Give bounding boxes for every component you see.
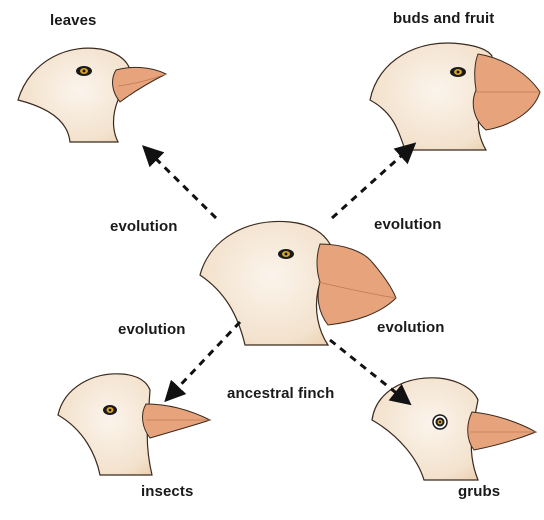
ancestral-finch-eye: [278, 249, 294, 259]
leaves-finch-beak: [113, 67, 166, 102]
label-evolution-up-right: evolution: [374, 216, 442, 233]
leaves-finch: [18, 48, 166, 142]
buds-and-fruit-finch-eye: [450, 67, 466, 77]
label-leaves: leaves: [50, 12, 96, 29]
arrow-to-leaves: [148, 151, 216, 218]
leaves-finch-eye: [76, 66, 92, 76]
arrow-to-grubs: [330, 340, 405, 400]
label-evolution-down-left: evolution: [118, 321, 186, 338]
label-insects: insects: [141, 483, 193, 500]
label-evolution-up-left: evolution: [110, 218, 178, 235]
label-evolution-down-right: evolution: [377, 319, 445, 336]
label-grubs: grubs: [458, 483, 500, 500]
grubs-finch: [372, 378, 536, 480]
label-ancestral-finch: ancestral finch: [227, 385, 334, 402]
insects-finch: [58, 374, 210, 475]
leaves-finch-head: [18, 48, 130, 142]
grubs-finch-beak: [468, 412, 536, 450]
arrow-to-buds-and-fruit: [332, 148, 410, 218]
insects-finch-eye: [103, 405, 117, 415]
label-buds-and-fruit: buds and fruit: [393, 10, 494, 27]
grubs-finch-eye: [433, 415, 447, 429]
grubs-finch-head: [372, 378, 478, 480]
buds-and-fruit-finch: [370, 43, 540, 150]
ancestral-finch-head: [200, 221, 330, 345]
ancestral-finch: [200, 221, 396, 345]
insects-finch-head: [58, 374, 152, 475]
insects-finch-beak: [143, 404, 210, 438]
